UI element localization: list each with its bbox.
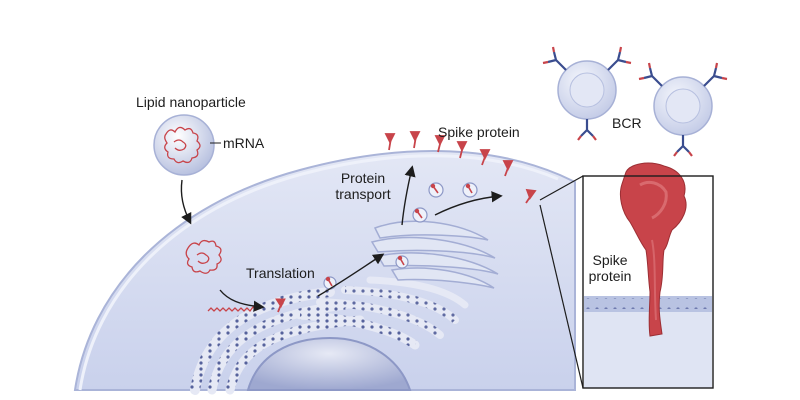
label-spike-protein-inset: Spike protein <box>584 252 636 284</box>
cell <box>73 150 576 391</box>
golgi-apparatus <box>370 220 499 289</box>
arrow-golgi-to-surface <box>401 165 416 226</box>
label-mrna: mRNA <box>223 135 265 151</box>
arrow-to-surface-right <box>434 191 503 216</box>
cell-membrane <box>73 150 576 391</box>
b-cells <box>542 46 728 157</box>
process-arrows <box>180 165 503 312</box>
released-mrna <box>185 239 222 274</box>
label-spike-protein-inset-line1: Spike <box>592 252 628 268</box>
label-spike-protein-top: Spike protein <box>438 124 520 140</box>
cell-membrane-edge <box>78 154 559 391</box>
label-lipid-nanoparticle: Lipid nanoparticle <box>136 94 246 110</box>
nascent-spike <box>275 298 286 313</box>
lipid-nanoparticle <box>153 114 221 176</box>
arrow-translation-to-golgi <box>317 253 385 297</box>
inset-box <box>582 162 714 389</box>
label-protein-transport: Protein transport <box>328 170 398 202</box>
nucleus <box>246 336 412 391</box>
arrow-lnp-to-mrna <box>180 179 192 225</box>
b-cell-left <box>542 46 632 141</box>
endoplasmic-reticulum <box>190 276 469 395</box>
transport-vesicles <box>323 182 478 290</box>
label-translation: Translation <box>246 265 315 281</box>
mrna-on-ribosome <box>207 305 263 312</box>
b-cell-right <box>638 62 728 157</box>
arrow-mrna-to-ribosome <box>219 289 265 312</box>
label-protein-transport-line1: Protein <box>340 170 386 186</box>
surface-spike-proteins <box>384 131 537 204</box>
label-bcr: BCR <box>612 115 642 131</box>
inset-membrane-dots <box>584 298 712 309</box>
inset-connector <box>539 175 584 389</box>
label-protein-transport-line2: transport <box>335 186 391 202</box>
mrna-strand-in-lnp <box>164 126 201 164</box>
label-spike-protein-inset-line2: protein <box>588 268 632 284</box>
